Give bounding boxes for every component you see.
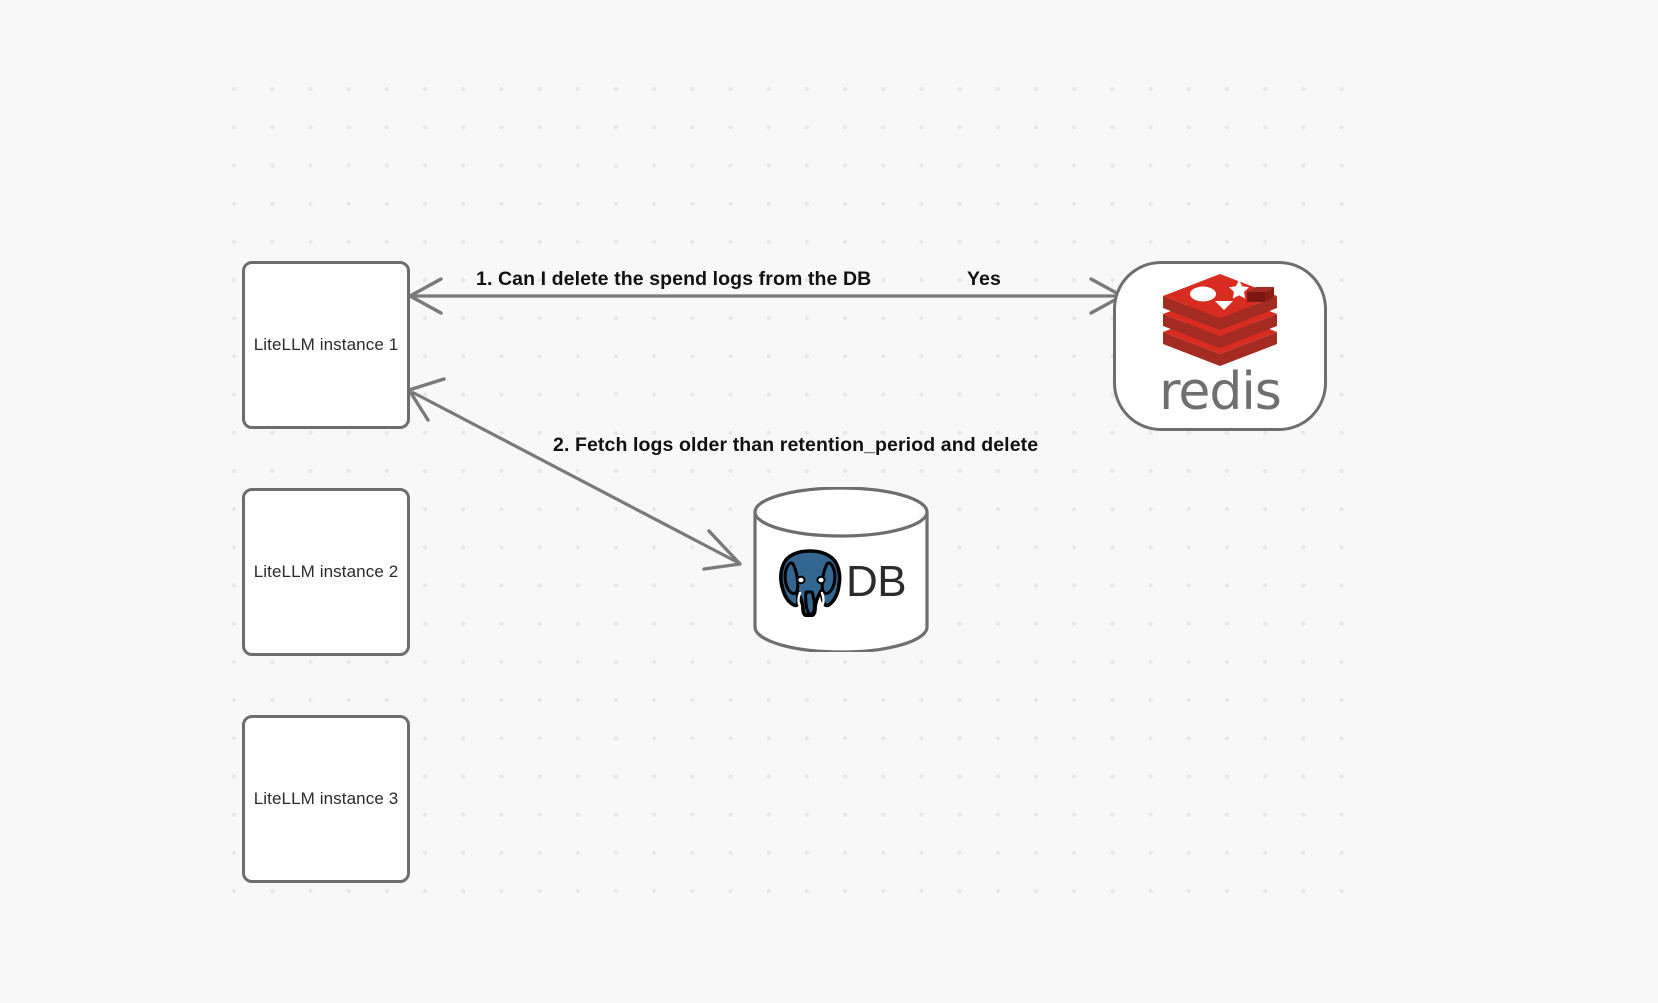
postgresql-elephant-icon <box>779 549 842 617</box>
edge-label-1-reply: Yes <box>967 268 1001 290</box>
arrowhead-upper-left <box>407 377 446 422</box>
node-litellm-instance-2[interactable]: LiteLLM instance 2 <box>242 488 410 656</box>
node-litellm-instance-3-label: LiteLLM instance 3 <box>253 789 399 808</box>
redis-stack-icon <box>1163 273 1277 366</box>
arrowhead-lower-right <box>702 529 742 571</box>
node-litellm-instance-1-label: LiteLLM instance 1 <box>253 335 399 354</box>
redis-wordmark: redis <box>1159 361 1282 422</box>
node-litellm-instance-3[interactable]: LiteLLM instance 3 <box>242 715 410 883</box>
database-label-group: DB <box>752 542 930 622</box>
node-database[interactable]: DB <box>752 486 930 654</box>
edge-litellm1-db <box>407 377 742 571</box>
edge-label-2: 2. Fetch logs older than retention_perio… <box>553 434 1039 456</box>
arrowhead-left <box>408 277 443 315</box>
node-litellm-instance-2-label: LiteLLM instance 2 <box>253 562 399 581</box>
edge-label-1: 1. Can I delete the spend logs from the … <box>476 268 872 290</box>
node-redis[interactable]: redis <box>1113 261 1327 431</box>
database-label: DB <box>845 557 907 606</box>
node-litellm-instance-1[interactable]: LiteLLM instance 1 <box>242 261 410 429</box>
redis-logo: redis <box>1159 273 1282 422</box>
